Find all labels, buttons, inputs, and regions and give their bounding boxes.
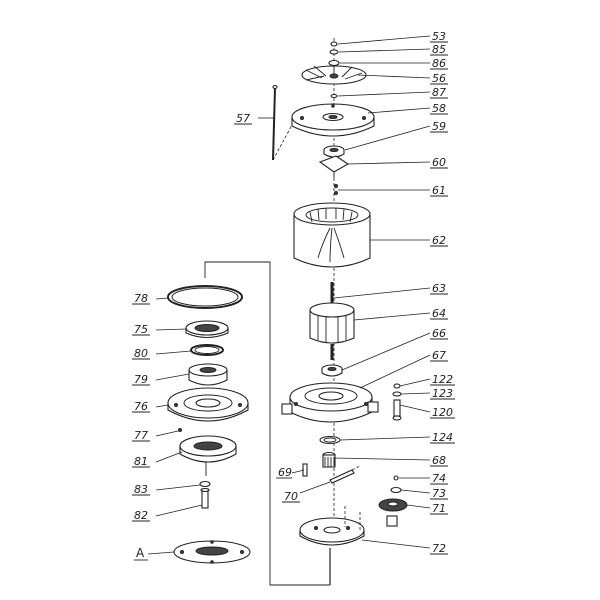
part-68-pinion [322,451,336,468]
part-64-rotor [309,302,355,360]
part-79-bearing [188,363,228,386]
callout-80: 80 [134,347,148,360]
connector-line [204,261,330,586]
callout-77: 77 [134,429,148,442]
callout-69: 69 [278,466,292,479]
callout-76: 76 [134,400,148,413]
part-85-washer [329,49,339,55]
callout-67: 67 [432,349,446,362]
callout-57: 57 [236,112,250,125]
part-71-gear [378,498,408,527]
callout-72: 72 [432,542,446,555]
part-59-bearing [323,145,345,158]
part-61-screw [334,184,338,195]
part-81-impeller-plate [179,435,237,476]
part-57-bolt [272,84,293,161]
callout-120: 120 [432,406,453,419]
part-83-washer [199,480,211,488]
part-66-bearing [321,364,343,377]
part-58-end-cover [291,103,375,137]
callout-85: 85 [432,43,446,56]
callout-73: 73 [432,487,446,500]
callout-59: 59 [432,120,446,133]
part-A-flange [173,540,251,564]
callout-123: 123 [432,387,453,400]
part-124-ring [319,435,341,445]
leader-lines [258,35,431,549]
callout-87: 87 [432,86,446,99]
callout-83: 83 [134,483,148,496]
callout-124: 124 [432,431,453,444]
callout-56: 56 [432,72,446,85]
part-78-o-ring [167,285,243,309]
part-56-fan [301,65,367,85]
callout-66: 66 [432,327,446,340]
callout-53: 53 [432,30,446,43]
part-77-screw [178,428,182,432]
part-60-clip [318,155,350,178]
callout-62: 62 [432,234,446,247]
callout-82: 82 [134,509,148,522]
callout-74: 74 [432,472,446,485]
callout-58: 58 [432,102,446,115]
part-72-base-plate [299,506,365,585]
part-82-pin [200,487,210,509]
part-73-washer [390,486,402,494]
callout-70: 70 [284,490,298,503]
part-120-pin [392,399,402,421]
part-86-washer [328,59,340,67]
callout-underlines [132,41,455,561]
callout-A: A [136,546,145,560]
callout-86: 86 [432,57,446,70]
callout-60: 60 [432,156,446,169]
callout-81: 81 [134,455,148,468]
callout-79: 79 [134,373,148,386]
callout-61: 61 [432,184,446,197]
callout-64: 64 [432,307,446,320]
callout-78: 78 [134,292,148,305]
part-80-ring [190,344,224,356]
part-76-housing [167,387,249,422]
part-62-stator [293,202,371,268]
leader-lines-left [147,297,203,555]
part-123-washer [392,391,402,397]
callout-63: 63 [432,282,446,295]
part-87-washer [330,93,338,99]
callout-71: 71 [432,502,446,515]
part-75-seal [185,320,229,339]
part-74-ball [393,475,399,481]
part-70-key [329,465,361,484]
callout-68: 68 [432,454,446,467]
part-53-nut [330,41,338,47]
callout-labels: 53 85 86 56 87 58 59 60 61 62 63 64 66 6… [134,30,453,560]
callout-75: 75 [134,323,148,336]
callout-122: 122 [432,373,453,386]
part-67-gear-housing [281,382,379,423]
part-122-nut [393,383,401,389]
